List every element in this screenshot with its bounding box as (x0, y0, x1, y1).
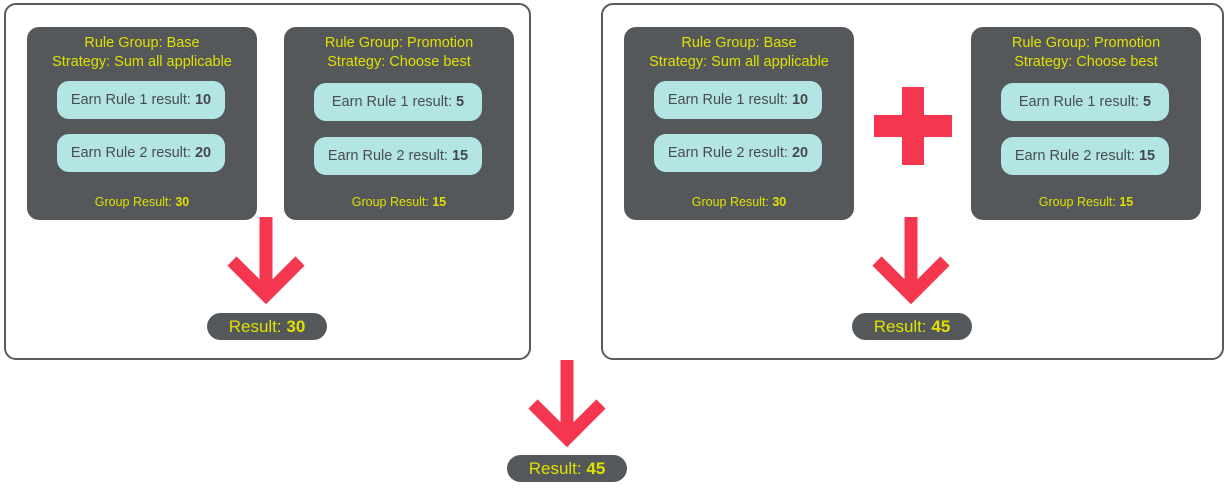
group-title: Rule Group: Base (84, 35, 200, 51)
group-strategy: Strategy: Sum all applicable (649, 54, 829, 70)
group-result: Group Result: 15 (971, 195, 1201, 209)
group-result-label: Group Result: (351, 195, 433, 209)
group-result-value: 30 (175, 195, 190, 209)
earn-rule-label: Earn Rule 2 result: (1014, 148, 1139, 164)
rule-group-box: Rule Group: Base Strategy: Sum all appli… (27, 27, 257, 220)
earn-rule-label: Earn Rule 1 result: (70, 92, 195, 108)
result-badge: Result: 45 (852, 313, 972, 340)
earn-rule-value: 5 (1143, 94, 1152, 110)
group-strategy: Strategy: Choose best (1014, 54, 1158, 70)
group-result: Group Result: 15 (284, 195, 514, 209)
arrow-down-icon (227, 217, 305, 305)
group-result: Group Result: 30 (624, 195, 854, 209)
result-label: Result: (228, 317, 287, 336)
earn-rule-value: 20 (791, 145, 809, 161)
earn-rule-result: Earn Rule 2 result: 15 (314, 137, 482, 175)
earn-rule-label: Earn Rule 2 result: (667, 145, 792, 161)
group-result: Group Result: 30 (27, 195, 257, 209)
result-value: 45 (931, 317, 951, 336)
group-strategy: Strategy: Choose best (327, 54, 471, 70)
result-label: Result: (873, 317, 932, 336)
group-result-label: Group Result: (94, 195, 176, 209)
earn-rule-value: 5 (456, 94, 465, 110)
panel-combined-result: Rule Group: Base Strategy: Sum all appli… (601, 3, 1224, 360)
earn-rule-label: Earn Rule 1 result: (331, 94, 457, 110)
earn-rule-result: Earn Rule 2 result: 15 (1001, 137, 1169, 175)
earn-rule-result: Earn Rule 2 result: 20 (654, 134, 822, 172)
panel-single-result: Rule Group: Base Strategy: Sum all appli… (4, 3, 531, 360)
earn-rule-result: Earn Rule 1 result: 10 (57, 81, 225, 119)
rule-group-box: Rule Group: Base Strategy: Sum all appli… (624, 27, 854, 220)
earn-rule-value: 10 (194, 92, 212, 108)
earn-rule-label: Earn Rule 2 result: (327, 148, 452, 164)
group-result-value: 30 (772, 195, 787, 209)
group-strategy: Strategy: Sum all applicable (52, 54, 232, 70)
plus-icon (874, 87, 952, 165)
result-badge: Result: 30 (207, 313, 327, 340)
group-title: Rule Group: Base (681, 35, 797, 51)
earn-rule-value: 20 (194, 145, 212, 161)
group-result-value: 15 (432, 195, 447, 209)
group-title: Rule Group: Promotion (324, 35, 474, 51)
result-value: 30 (286, 317, 306, 336)
rule-group-box: Rule Group: Promotion Strategy: Choose b… (971, 27, 1201, 220)
result-value: 45 (586, 459, 606, 478)
rule-group-box: Rule Group: Promotion Strategy: Choose b… (284, 27, 514, 220)
earn-rule-label: Earn Rule 1 result: (667, 92, 792, 108)
earn-rule-result: Earn Rule 1 result: 10 (654, 81, 822, 119)
earn-rule-result: Earn Rule 1 result: 5 (314, 83, 482, 121)
group-result-value: 15 (1119, 195, 1134, 209)
group-result-label: Group Result: (1038, 195, 1120, 209)
group-result-label: Group Result: (691, 195, 773, 209)
group-title: Rule Group: Promotion (1011, 35, 1161, 51)
earn-rule-label: Earn Rule 2 result: (70, 145, 195, 161)
result-label: Result: (528, 459, 587, 478)
arrow-down-icon (872, 217, 950, 305)
earn-rule-value: 10 (791, 92, 809, 108)
arrow-down-icon (528, 360, 606, 448)
result-badge: Result: 45 (507, 455, 627, 482)
earn-rule-label: Earn Rule 1 result: (1018, 94, 1144, 110)
earn-rule-value: 15 (451, 148, 469, 164)
earn-rule-result: Earn Rule 1 result: 5 (1001, 83, 1169, 121)
earn-rule-result: Earn Rule 2 result: 20 (57, 134, 225, 172)
earn-rule-value: 15 (1138, 148, 1156, 164)
